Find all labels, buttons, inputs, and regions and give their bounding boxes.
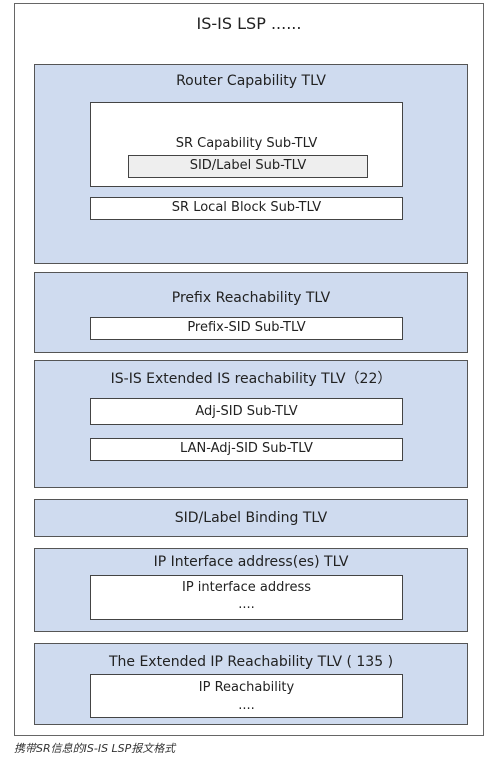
- adj-sid-sub-tlv: Adj-SID Sub-TLV: [90, 398, 403, 425]
- ip-interface-tlv: IP Interface address(es) TLV IP interfac…: [34, 548, 468, 632]
- extended-is-reachability-tlv: IS-IS Extended IS reachability TLV（22） A…: [34, 360, 468, 488]
- lsp-title: IS-IS LSP ......: [196, 14, 302, 33]
- extended-is-label: IS-IS Extended IS reachability TLV（22）: [110, 371, 392, 387]
- sid-label-binding-tlv: SID/Label Binding TLV: [34, 499, 468, 537]
- router-capability-label: Router Capability TLV: [176, 73, 326, 89]
- extended-ip-reachability-tlv: The Extended IP Reachability TLV ( 135 )…: [34, 643, 468, 725]
- prefix-reachability-tlv: Prefix Reachability TLV Prefix-SID Sub-T…: [34, 272, 468, 353]
- lan-adj-sid-sub-tlv: LAN-Adj-SID Sub-TLV: [90, 438, 403, 461]
- ip-interface-label: IP Interface address(es) TLV: [153, 554, 349, 570]
- ip-interface-address-text: IP interface address: [182, 580, 311, 595]
- figure-caption: 携带SR信息的IS-IS LSP报文格式: [14, 742, 176, 755]
- extended-ip-label: The Extended IP Reachability TLV ( 135 ): [108, 654, 394, 670]
- router-capability-tlv: Router Capability TLV SR Capability Sub-…: [34, 64, 468, 264]
- ip-interface-ellipsis: ....: [238, 597, 255, 612]
- sid-label-sub-tlv: SID/Label Sub-TLV: [128, 155, 368, 178]
- sid-label-binding-label: SID/Label Binding TLV: [174, 510, 328, 526]
- prefix-sid-sub-tlv: Prefix-SID Sub-TLV: [90, 317, 403, 340]
- ip-interface-address-box: IP interface address ....: [90, 575, 403, 620]
- sr-capability-label: SR Capability Sub-TLV: [175, 136, 318, 151]
- ip-reachability-ellipsis: ....: [238, 698, 255, 713]
- lsp-frame: [14, 3, 484, 736]
- sr-capability-sub-tlv: SR Capability Sub-TLV SID/Label Sub-TLV: [90, 102, 403, 187]
- ip-reachability-box: IP Reachability ....: [90, 674, 403, 718]
- prefix-reachability-label: Prefix Reachability TLV: [171, 290, 331, 306]
- ip-reachability-text: IP Reachability: [198, 680, 295, 695]
- sr-local-block-sub-tlv: SR Local Block Sub-TLV: [90, 197, 403, 220]
